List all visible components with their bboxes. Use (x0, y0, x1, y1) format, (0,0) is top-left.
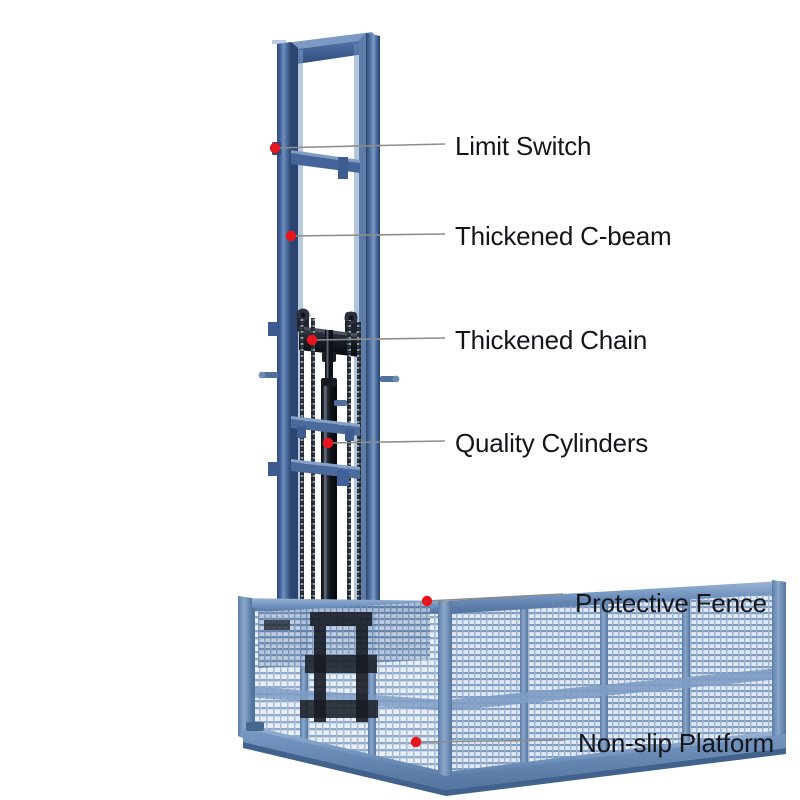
cage-divider-r3 (682, 593, 690, 744)
marker-dot-protective-fence (421, 595, 433, 607)
sprocket-right-hub (348, 315, 354, 321)
marker-dot-thickened-c-beam (285, 230, 297, 242)
cage (238, 580, 786, 796)
marker-dot-non-slip-platform (410, 736, 422, 748)
hydraulic-cylinder (321, 330, 337, 641)
roller-cap-1 (258, 371, 266, 379)
roller-cap-2 (392, 375, 400, 383)
leader-line-thickened-c-beam (290, 233, 446, 237)
callout-label-quality-cylinders: Quality Cylinders (455, 428, 648, 458)
marker-dot-quality-cylinders (322, 437, 334, 449)
roller-bracket-2 (268, 462, 278, 476)
marker-dot-thickened-chain (306, 334, 318, 346)
top-left-cap (272, 40, 286, 44)
interior-bar-1 (310, 612, 372, 626)
cage-rail-right-mid (446, 668, 780, 711)
callout-quality-cylinders[interactable]: Quality Cylinders (322, 428, 649, 458)
upper-brace (291, 150, 360, 179)
interior-bracket (264, 620, 290, 630)
cage-divider-r2 (600, 598, 608, 757)
cage-rail-front-mid (243, 686, 446, 711)
chain-left (300, 318, 304, 648)
cylinder-rod-highlight (326, 330, 329, 380)
callout-label-non-slip-platform: Non-slip Platform (578, 728, 774, 758)
callout-non-slip-platform[interactable]: Non-slip Platform (410, 728, 774, 758)
sprocket-left-hub (300, 312, 306, 318)
chain-left-2 (311, 318, 315, 648)
marker-dot-limit-switch (269, 142, 281, 154)
mast-post-left (277, 42, 291, 640)
platform-base-shadow (243, 742, 786, 796)
cage-rail-right-top (444, 581, 782, 614)
cylinder-shoulder (321, 378, 337, 388)
upper-brace-bracket (338, 157, 348, 179)
mast-post-right (366, 33, 380, 612)
cage-corner-post-rear-right (772, 580, 786, 748)
platform-base (243, 722, 786, 796)
cage-divider-r1 (520, 603, 528, 770)
top-beam-top-face (277, 32, 378, 51)
chain-right-2 (357, 322, 361, 640)
roller-stub-2 (380, 376, 396, 382)
roller-bracket-1 (268, 322, 278, 336)
callout-thickened-chain[interactable]: Thickened Chain (306, 325, 647, 355)
callout-label-thickened-chain: Thickened Chain (455, 325, 647, 355)
interior-column-r (356, 626, 368, 722)
mid-brace-1 (291, 419, 360, 436)
cage-interior-machinery (264, 612, 378, 722)
callout-protective-fence[interactable]: Protective Fence (421, 588, 767, 618)
mast-post-left-side (291, 42, 298, 640)
cylinder-highlight (324, 386, 327, 641)
mast-mid-braces (291, 400, 360, 486)
cage-corner-post-front-right (438, 600, 452, 790)
platform-base-face (243, 728, 786, 790)
callout-limit-switch[interactable]: Limit Switch (269, 131, 591, 161)
cage-panel-back-mesh (258, 602, 430, 668)
cylinder-rod (325, 330, 333, 380)
platform-foot-left (246, 722, 264, 731)
leader-line-thickened-chain (311, 337, 446, 341)
callout-label-limit-switch: Limit Switch (455, 131, 591, 161)
callouts-layer: Limit Switch Thickened C-beam Thickened … (269, 131, 774, 758)
leader-line-limit-switch (274, 143, 446, 149)
mid-brace-1-tab-r (345, 429, 354, 441)
mid-fitting (334, 400, 347, 406)
callout-thickened-c-beam[interactable]: Thickened C-beam (285, 221, 672, 251)
roller-brackets-right (380, 375, 400, 383)
mid-brace-2-top (291, 459, 360, 470)
leader-line-non-slip-platform (415, 739, 566, 743)
leader-line-protective-fence (426, 593, 564, 602)
leader-line-quality-cylinders (327, 440, 446, 444)
roller-brackets-left (258, 322, 278, 476)
cage-corner-post-front-left (238, 596, 252, 742)
mid-brace-1-tab-l (297, 426, 306, 438)
callout-label-protective-fence: Protective Fence (575, 588, 767, 618)
callout-label-thickened-c-beam: Thickened C-beam (455, 221, 671, 251)
mid-brace-2-bracket (337, 470, 349, 486)
interior-column-l (314, 626, 326, 722)
roller-stub-1 (262, 372, 278, 378)
mid-brace-1-top (291, 416, 360, 427)
